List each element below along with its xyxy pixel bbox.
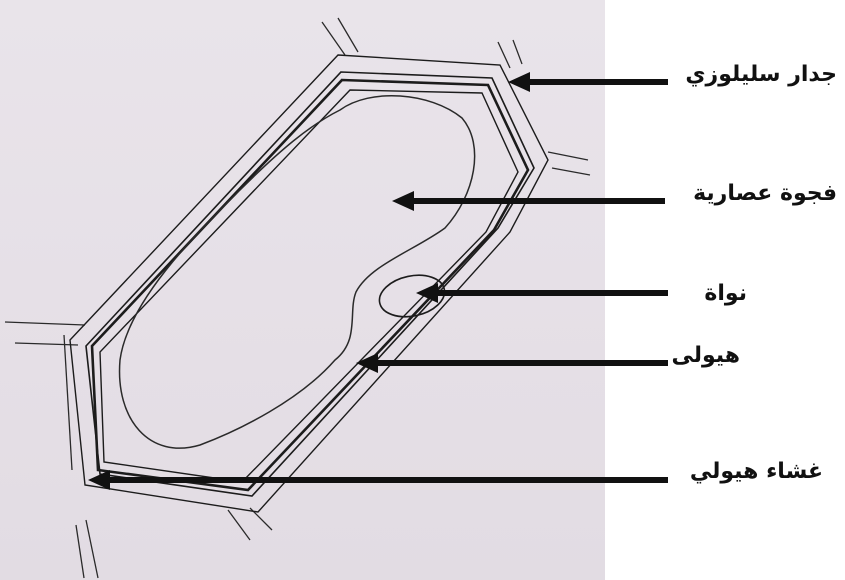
arrow-vacuole-head — [392, 191, 414, 211]
label-cell-wall: جدار سليلوزي — [685, 64, 837, 86]
arrow-cell-wall-head — [508, 72, 530, 92]
label-vacuole: فجوة عصارية — [693, 183, 837, 205]
cytoplasm-boundary — [100, 90, 518, 482]
label-nucleus: نواة — [704, 283, 747, 305]
pointer-arrows — [88, 72, 668, 490]
cell-wall-outline — [70, 55, 548, 512]
neighbor-cell-walls — [5, 18, 590, 578]
vacuole-outline — [120, 96, 475, 448]
label-plasma-membrane: غشاء هيولي — [690, 461, 823, 483]
label-cytoplasm: هيولى — [671, 345, 740, 367]
